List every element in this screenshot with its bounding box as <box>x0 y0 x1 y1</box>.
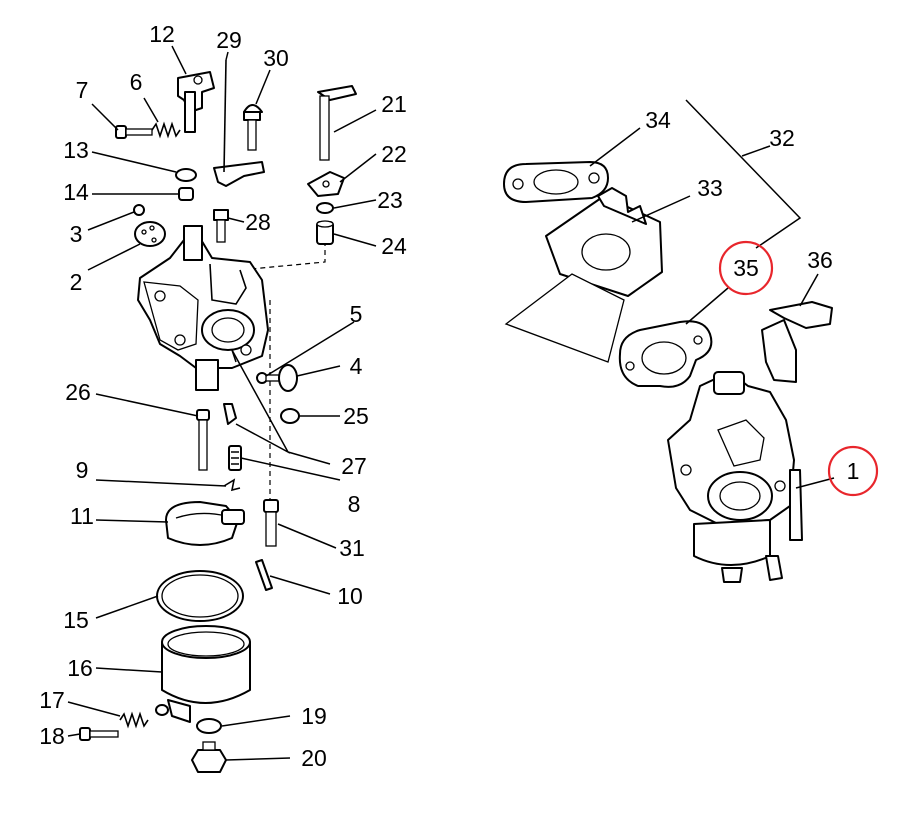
leader-lines <box>67 45 835 761</box>
part-30-screw <box>243 104 263 151</box>
part-1-carburetor-assembly <box>667 371 803 583</box>
part-14-ring <box>178 187 194 201</box>
label-16: 16 <box>67 655 93 681</box>
label-29: 29 <box>216 27 242 53</box>
highlight-circle-35 <box>718 240 774 296</box>
label-23: 23 <box>377 187 403 213</box>
part-2-plate <box>134 221 166 247</box>
part-26-main-jet <box>196 409 210 471</box>
part-31-bolt <box>263 499 279 547</box>
part-10-pin <box>255 559 273 591</box>
part-25-bushing <box>280 408 300 424</box>
part-4-throttle-plate <box>278 364 298 392</box>
label-2: 2 <box>70 269 83 295</box>
label-21: 21 <box>381 91 407 117</box>
label-31: 31 <box>339 535 365 561</box>
leader-32 <box>741 145 771 157</box>
part-19-washer <box>196 718 222 734</box>
label-34: 34 <box>645 107 671 133</box>
part-17-spring <box>119 711 149 729</box>
label-22: 22 <box>381 141 407 167</box>
label-11: 11 <box>70 503 94 529</box>
part-7-screw <box>115 125 153 139</box>
label-6: 6 <box>130 69 143 95</box>
label-33: 33 <box>697 175 723 201</box>
label-18: 18 <box>39 723 65 749</box>
leader-27 <box>231 349 331 465</box>
label-4: 4 <box>350 353 363 379</box>
label-10: 10 <box>337 583 363 609</box>
label-32: 32 <box>769 125 795 151</box>
group-bracket-32 <box>685 99 802 249</box>
label-9: 9 <box>76 457 89 483</box>
label-19: 19 <box>301 703 327 729</box>
part-13-washer <box>175 168 197 182</box>
part-22-lever <box>307 171 345 197</box>
part-35-gasket <box>618 320 713 388</box>
carburetor-body <box>137 225 269 391</box>
label-24: 24 <box>381 233 407 259</box>
part-18-screw <box>79 727 119 741</box>
label-35: 35 <box>733 255 759 281</box>
part-15-o-ring <box>156 570 244 622</box>
part-number-labels: 1 2 3 4 5 6 7 8 9 10 11 12 13 14 15 16 1… <box>39 21 859 771</box>
label-25: 25 <box>343 403 369 429</box>
part-20-nut <box>191 741 227 773</box>
part-17-tip <box>155 704 169 716</box>
part-24-bushing <box>316 220 334 245</box>
label-17: 17 <box>39 687 65 713</box>
part-3-screw <box>133 204 145 216</box>
alignment-line-upper <box>239 232 326 271</box>
part-11-float <box>165 501 245 546</box>
label-5: 5 <box>350 301 363 327</box>
label-30: 30 <box>263 45 289 71</box>
part-34-gasket <box>503 161 609 203</box>
part-21-throttle-shaft <box>317 85 357 161</box>
label-1: 1 <box>847 458 860 484</box>
part-9-clip <box>223 478 241 492</box>
part-29-bracket <box>213 59 265 187</box>
label-7: 7 <box>76 77 89 103</box>
part-36-lever <box>761 301 833 383</box>
highlight-circle-1 <box>827 445 879 497</box>
part-6-spring <box>151 121 181 139</box>
label-36: 36 <box>807 247 833 273</box>
label-20: 20 <box>301 745 327 771</box>
label-28: 28 <box>245 209 271 235</box>
part-23-washer <box>316 202 334 214</box>
part-12-choke-lever <box>177 71 215 133</box>
part-8-jet <box>228 445 242 471</box>
label-8: 8 <box>348 491 361 517</box>
part-27-needle <box>223 403 237 425</box>
label-27: 27 <box>341 453 367 479</box>
label-13: 13 <box>63 137 89 163</box>
label-15: 15 <box>63 607 89 633</box>
label-14: 14 <box>63 179 89 205</box>
part-16-float-bowl <box>161 625 251 723</box>
part-28-screw <box>213 209 229 243</box>
label-26: 26 <box>65 379 91 405</box>
label-12: 12 <box>149 21 175 47</box>
label-3: 3 <box>70 221 83 247</box>
